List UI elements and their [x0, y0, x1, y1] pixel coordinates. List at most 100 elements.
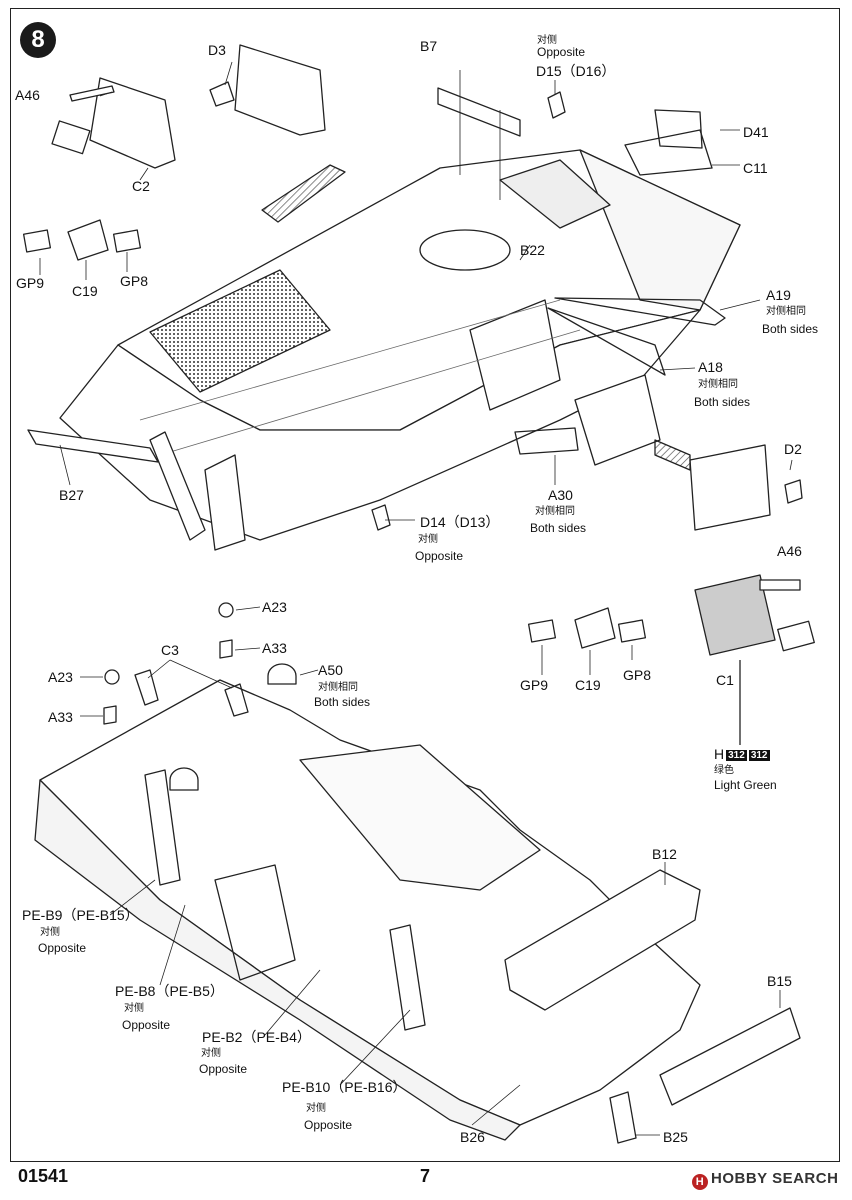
- label-c1: C1: [716, 672, 734, 688]
- label-a19-cn: 对侧相同: [766, 306, 806, 317]
- gp8-bot: [617, 619, 647, 643]
- label-pe-b2: PE-B2（PE-B4）: [202, 1029, 311, 1045]
- a18-rail: [547, 307, 666, 376]
- label-opposite-cn-top: 对侧: [537, 35, 557, 46]
- b7-plate: [437, 87, 521, 137]
- a30-step: [514, 427, 579, 455]
- turret-ring: [419, 229, 511, 271]
- label-b7: B7: [420, 38, 438, 54]
- page-frame: [10, 8, 840, 1162]
- watermark-logo-icon: H: [692, 1174, 708, 1190]
- a46-small-top: [51, 120, 91, 155]
- label-gp9-top: GP9: [16, 275, 45, 291]
- c2-hatch: [89, 77, 176, 169]
- label-d41: D41: [743, 124, 769, 140]
- label-a23-top: A23: [262, 599, 287, 615]
- label-opposite-en-top: Opposite: [537, 45, 586, 59]
- label-a18: A18: [698, 359, 723, 375]
- b27-bracket: [27, 429, 159, 463]
- label-a30-cn: 对侧相同: [535, 506, 575, 517]
- gp8-top: [112, 229, 142, 253]
- label-pe-b9: PE-B9（PE-B15）: [22, 907, 139, 923]
- a50-dome-lower: [169, 767, 199, 791]
- a33-top: [219, 639, 233, 659]
- label-gp8-bot: GP8: [623, 667, 652, 683]
- color-name-en: Light Green: [714, 778, 777, 792]
- label-c2: C2: [132, 178, 150, 194]
- lower-hull-deck: [299, 744, 541, 891]
- label-d14-cn: 对侧: [418, 534, 438, 545]
- d41-c11-assembly: [624, 129, 713, 176]
- product-code: 01541: [18, 1166, 69, 1186]
- label-c3: C3: [161, 642, 179, 658]
- label-pe-b8-en: Opposite: [122, 1018, 171, 1032]
- upper-hull-front: [579, 149, 741, 311]
- label-pe-b9-cn: 对侧: [40, 927, 60, 938]
- hatch-opening: [499, 159, 611, 229]
- label-pe-b2-cn: 对侧: [201, 1048, 221, 1059]
- a46-piece-right: [759, 579, 801, 591]
- c3-pipe-right: [224, 683, 249, 717]
- label-a46-top: A46: [15, 87, 40, 103]
- d3-hatch: [234, 44, 326, 136]
- label-a18-en: Both sides: [694, 395, 751, 409]
- label-pe-b8-cn: 对侧: [124, 1003, 144, 1014]
- label-d2: D2: [784, 441, 802, 457]
- gp9-bot: [527, 619, 557, 643]
- hatch-mid: [261, 164, 346, 223]
- label-b22: B22: [520, 242, 545, 258]
- color-name-cn: 绿色: [714, 765, 734, 776]
- label-pe-b8: PE-B8（PE-B5）: [115, 983, 224, 999]
- side-panel-door: [469, 299, 561, 411]
- label-b27: B27: [59, 487, 84, 503]
- label-gp9-bot: GP9: [520, 677, 549, 693]
- a46-small-right: [777, 620, 815, 652]
- label-a50-cn: 对侧相同: [318, 682, 358, 693]
- label-b12: B12: [652, 846, 677, 862]
- step-number-badge: 8: [20, 22, 56, 58]
- c1-door: [694, 574, 776, 656]
- lower-hull-side: [34, 779, 521, 1141]
- label-a33-left: A33: [48, 709, 73, 725]
- label-b26: B26: [460, 1129, 485, 1145]
- page-number: 7: [420, 1166, 431, 1186]
- label-pe-b10: PE-B10（PE-B16）: [282, 1079, 407, 1095]
- a19-rail: [554, 297, 726, 326]
- d14-part: [371, 504, 391, 531]
- engine-deck-mesh: [149, 269, 331, 393]
- label-c19-bot: C19: [575, 677, 601, 693]
- a23-hook-left: [104, 669, 120, 685]
- label-a46-right: A46: [777, 543, 802, 559]
- color-code-box-2: 312: [748, 750, 770, 761]
- label-a23-left: A23: [48, 669, 73, 685]
- color-code-box-1: 312: [726, 750, 747, 761]
- c19-bot: [574, 607, 616, 649]
- label-a30-en: Both sides: [530, 521, 587, 535]
- a46-piece-top: [69, 85, 115, 102]
- color-code-prefix: H: [714, 746, 725, 762]
- rear-door-frame: [214, 864, 296, 981]
- b15-plate: [659, 1007, 801, 1106]
- b12-plate: [504, 869, 701, 1011]
- label-a50-en: Both sides: [314, 695, 371, 709]
- label-a33-top: A33: [262, 640, 287, 656]
- side-door: [574, 374, 661, 466]
- d41-handle: [654, 109, 703, 149]
- d3-knob: [209, 81, 235, 107]
- label-gp8-top: GP8: [120, 273, 149, 289]
- label-pe-b10-cn: 对侧: [306, 1103, 326, 1114]
- label-d14-en: Opposite: [415, 549, 464, 563]
- watermark-text: HOBBY SEARCH: [711, 1170, 839, 1187]
- label-pe-b10-en: Opposite: [304, 1118, 353, 1132]
- label-b15: B15: [767, 973, 792, 989]
- label-b25: B25: [663, 1129, 688, 1145]
- b25-plate: [609, 1091, 637, 1144]
- c3-pipe-left: [134, 669, 159, 706]
- d2-knob: [784, 479, 803, 504]
- d2-door-panel: [689, 444, 771, 531]
- label-c19-top: C19: [72, 283, 98, 299]
- label-a19: A19: [766, 287, 791, 303]
